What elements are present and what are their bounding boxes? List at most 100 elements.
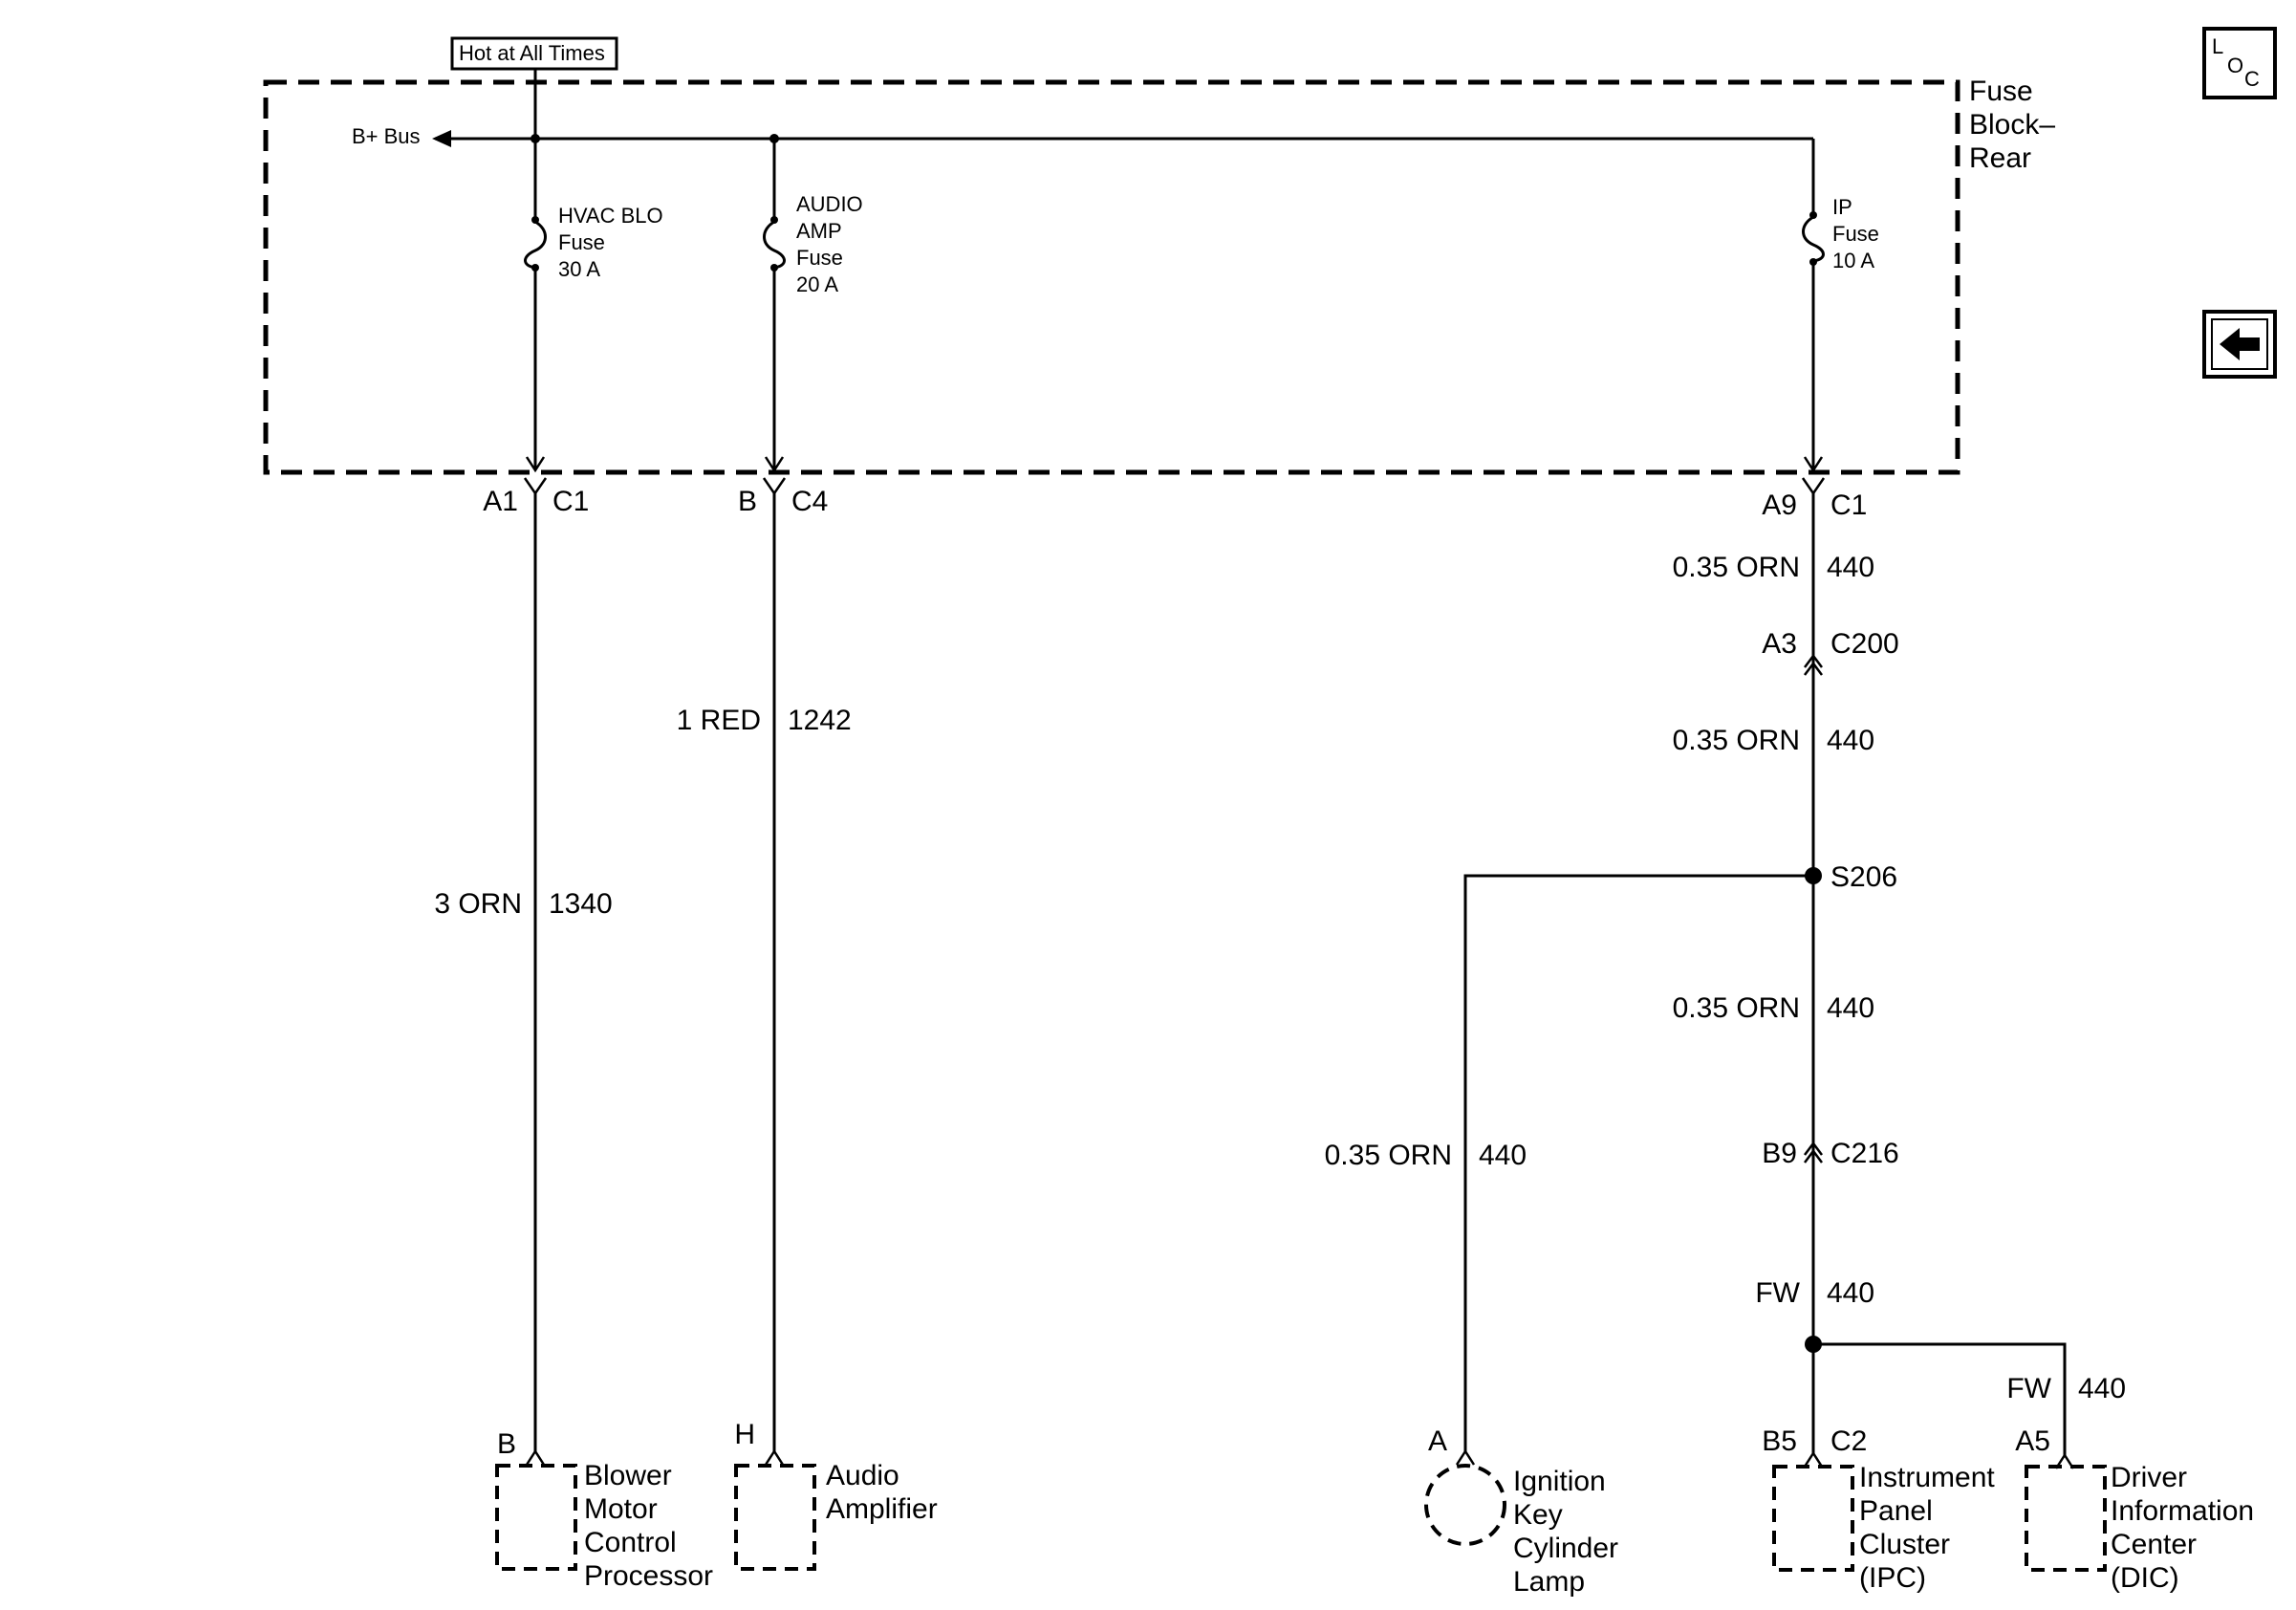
connector-c200-symbol-upper [1804, 653, 1823, 668]
ignition-name-line3: Cylinder [1513, 1533, 1618, 1564]
audio-name-line1: Audio [826, 1460, 899, 1491]
loc-icon-letter-l: L [2212, 34, 2223, 58]
b-plus-bus-arrow-icon [432, 130, 451, 147]
ignition-pin-label: A [1428, 1425, 1447, 1457]
fuse-block-label-line2: Block– [1969, 109, 2055, 141]
fw-wire-1-circuit: 440 [1827, 1277, 1874, 1309]
connector-c4-b-name: C4 [791, 486, 828, 517]
ipc-pin-label: B5 [1762, 1425, 1797, 1457]
ipc-name-line2: Panel [1859, 1495, 1933, 1527]
connector-c4-b-pin: B [738, 486, 757, 517]
ignition-connector-arrow-icon [1455, 1448, 1476, 1466]
ip-wire-1-gauge-color: 0.35 ORN [1673, 552, 1800, 583]
ip-wire-3-circuit: 440 [1827, 992, 1874, 1024]
dic-branch-wire [1813, 1342, 2067, 1455]
audio-connector-arrow-icon [764, 1448, 785, 1466]
connector-c200-pin: A3 [1762, 628, 1797, 660]
blower-name-line3: Control [584, 1527, 677, 1558]
connector-c1-a1-pin: A1 [483, 486, 518, 517]
dic-component-box [2025, 1465, 2107, 1572]
dic-pin-label: A5 [2015, 1425, 2050, 1457]
blower-wire-gauge-color: 3 ORN [434, 888, 522, 920]
audio-fuse-symbol [763, 220, 786, 270]
connector-c1-a9-name: C1 [1830, 490, 1867, 521]
hvac-fuse-label-line2: Fuse [558, 230, 605, 254]
audio-fuse-label-line1: AUDIO [796, 192, 863, 216]
ipc-component-box [1772, 1465, 1854, 1572]
fw-wire-2-circuit: 440 [2078, 1373, 2126, 1404]
component-locator-button[interactable]: L O C [2202, 27, 2277, 99]
hvac-fuse-output-arrow-icon [525, 456, 546, 473]
blower-name-line2: Motor [584, 1493, 658, 1525]
blower-name-line4: Processor [584, 1560, 713, 1592]
connector-c4-b-symbol [762, 477, 787, 496]
hvac-fuse-label-line1: HVAC BLO [558, 204, 663, 228]
hvac-fuse-symbol [524, 220, 547, 270]
connector-c1-a9-pin: A9 [1762, 490, 1797, 521]
ipc-name-line3: Cluster [1859, 1529, 1950, 1560]
b-plus-bus-label: B+ Bus [352, 124, 421, 148]
audio-wire-circuit: 1242 [788, 705, 852, 736]
fuse-block-label-line1: Fuse [1969, 76, 2033, 107]
ignition-lamp-symbol [1424, 1464, 1506, 1546]
ignition-wire-gauge-color: 0.35 ORN [1325, 1140, 1452, 1171]
connector-c216-symbol-lower [1804, 1148, 1823, 1164]
dic-connector-arrow-icon [2054, 1452, 2075, 1469]
connector-c200-name: C200 [1830, 628, 1899, 660]
connector-c216-pin: B9 [1762, 1138, 1797, 1169]
blower-name-line1: Blower [584, 1460, 672, 1491]
connector-c216-name: C216 [1830, 1138, 1899, 1169]
fw-wire-2-gauge-color: FW [2006, 1373, 2051, 1404]
audio-fuse-label-line3: Fuse [796, 246, 843, 270]
hot-at-all-times-label: Hot at All Times [459, 41, 605, 65]
audio-wire-gauge-color: 1 RED [677, 705, 761, 736]
loc-icon-letter-o: O [2227, 54, 2243, 77]
fuse-block-label-line3: Rear [1969, 142, 2031, 174]
hvac-fuse-label-line3: 30 A [558, 257, 600, 281]
audio-name-line2: Amplifier [826, 1493, 938, 1525]
dic-name-line4: (DIC) [2111, 1562, 2179, 1594]
ip-wire-2-gauge-color: 0.35 ORN [1673, 725, 1800, 756]
ip-wire-3-gauge-color: 0.35 ORN [1673, 992, 1800, 1024]
dic-name-line3: Center [2111, 1529, 2197, 1560]
ignition-name-line1: Ignition [1513, 1466, 1606, 1497]
ip-wire-2-circuit: 440 [1827, 725, 1874, 756]
ignition-wire-circuit: 440 [1479, 1140, 1527, 1171]
connector-c1-a1-symbol [523, 477, 548, 496]
connector-c1-a1-name: C1 [552, 486, 589, 517]
dic-name-line2: Information [2111, 1495, 2254, 1527]
connector-c216-symbol-upper [1804, 1141, 1823, 1156]
ip-fuse-label-line1: IP [1832, 195, 1852, 219]
left-arrow-icon [2220, 328, 2260, 360]
ignition-name-line4: Lamp [1513, 1566, 1585, 1598]
fw-wire-1-gauge-color: FW [1755, 1277, 1800, 1309]
ipc-name-line4: (IPC) [1859, 1562, 1926, 1594]
blower-component-box [495, 1464, 577, 1571]
ignition-branch-wire [1463, 874, 1813, 1451]
audio-fuse-output-arrow-icon [764, 456, 785, 473]
ip-wire-1-circuit: 440 [1827, 552, 1874, 583]
ip-fuse-label-line2: Fuse [1832, 222, 1879, 246]
loc-icon-letter-c: C [2244, 67, 2260, 91]
blower-pin-label: B [497, 1428, 516, 1460]
back-button[interactable] [2202, 310, 2277, 379]
ip-fuse-output-arrow-icon [1803, 456, 1824, 473]
blower-wire-circuit: 1340 [549, 888, 613, 920]
audio-fuse-label-line4: 20 A [796, 272, 838, 296]
ip-fuse-label-line3: 10 A [1832, 249, 1874, 272]
fuse-block-outline [263, 79, 1960, 475]
ip-fuse-symbol [1802, 215, 1825, 263]
ipc-connector-arrow-icon [1803, 1450, 1824, 1468]
ipc-connector-name: C2 [1830, 1425, 1867, 1457]
connector-c1-a9-symbol [1801, 477, 1826, 496]
connector-c200-symbol-lower [1804, 661, 1823, 676]
audio-pin-label: H [734, 1419, 755, 1450]
ipc-name-line1: Instrument [1859, 1462, 1995, 1493]
audio-component-box [734, 1464, 816, 1571]
splice-s206-label: S206 [1830, 861, 1897, 893]
dic-name-line1: Driver [2111, 1462, 2187, 1493]
audio-fuse-label-line2: AMP [796, 219, 842, 243]
blower-connector-arrow-icon [525, 1448, 546, 1466]
